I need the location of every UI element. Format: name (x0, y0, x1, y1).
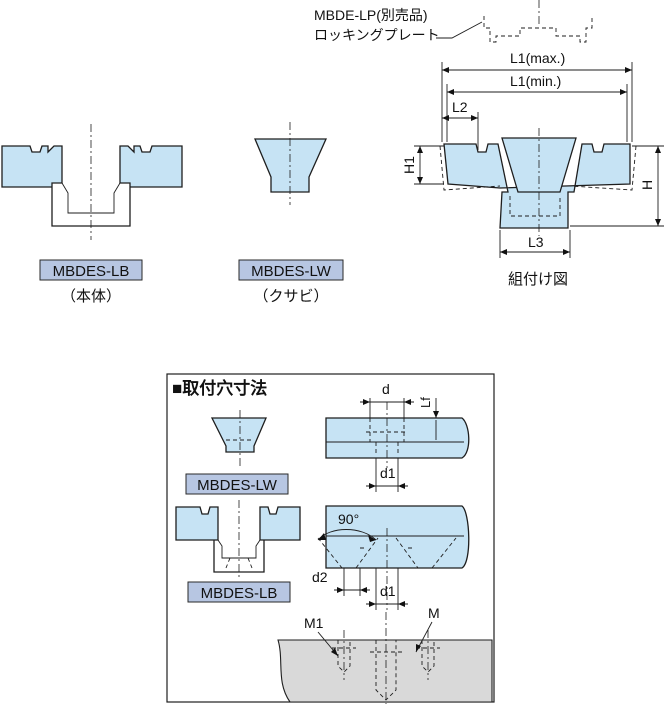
h1-label: H1 (401, 156, 417, 174)
mini-wedge-label: MBDES-LW (185, 473, 289, 495)
h-label: H (639, 180, 655, 190)
d1-bottom-label: d1 (380, 583, 396, 599)
mounting-title: ■取付穴寸法 (172, 378, 267, 398)
m-label: M (428, 605, 440, 621)
mini-wedge-drawing (210, 410, 267, 466)
mini-body-label: MBDES-LB (187, 581, 291, 603)
lf-label: Lf (418, 397, 433, 408)
l3-label: L3 (528, 234, 544, 250)
wedge-part-drawing (254, 122, 328, 205)
l2-label: L2 (452, 99, 468, 115)
m1-label: M1 (304, 615, 324, 631)
body-caption: （本体） (61, 288, 121, 305)
assembly-caption: 組付け図 (508, 271, 568, 288)
d2-label: d2 (312, 569, 328, 585)
body-part-drawing (1, 124, 183, 240)
plate-leader (436, 21, 483, 39)
l1-max-label: L1(max.) (510, 50, 565, 66)
mini-body-label-text: MBDES-LB (201, 585, 278, 602)
upper-rail-drawing (325, 402, 470, 468)
body-label: MBDES-LB (39, 259, 143, 281)
l1-min-label: L1(min.) (510, 73, 561, 89)
mini-wedge-label-text: MBDES-LW (197, 477, 278, 494)
plate-label-line1: MBDE-LP(別売品) (314, 7, 428, 23)
angle-label: 90° (338, 511, 359, 527)
wedge-caption: （クサビ） (253, 288, 328, 305)
wedge-label-text: MBDES-LW (251, 263, 332, 280)
base-plate-drawing (277, 612, 493, 704)
plate-label-line2: ロッキングプレート (314, 27, 440, 43)
d1-top-label: d1 (380, 465, 396, 481)
body-label-text: MBDES-LB (53, 263, 130, 280)
wedge-label: MBDES-LW (238, 259, 344, 281)
lower-rail-drawing (317, 505, 470, 610)
d-label: d (382, 381, 390, 397)
mini-body-drawing (175, 500, 301, 580)
assembly-drawing (439, 128, 637, 236)
locking-plate-drawing (483, 0, 593, 43)
